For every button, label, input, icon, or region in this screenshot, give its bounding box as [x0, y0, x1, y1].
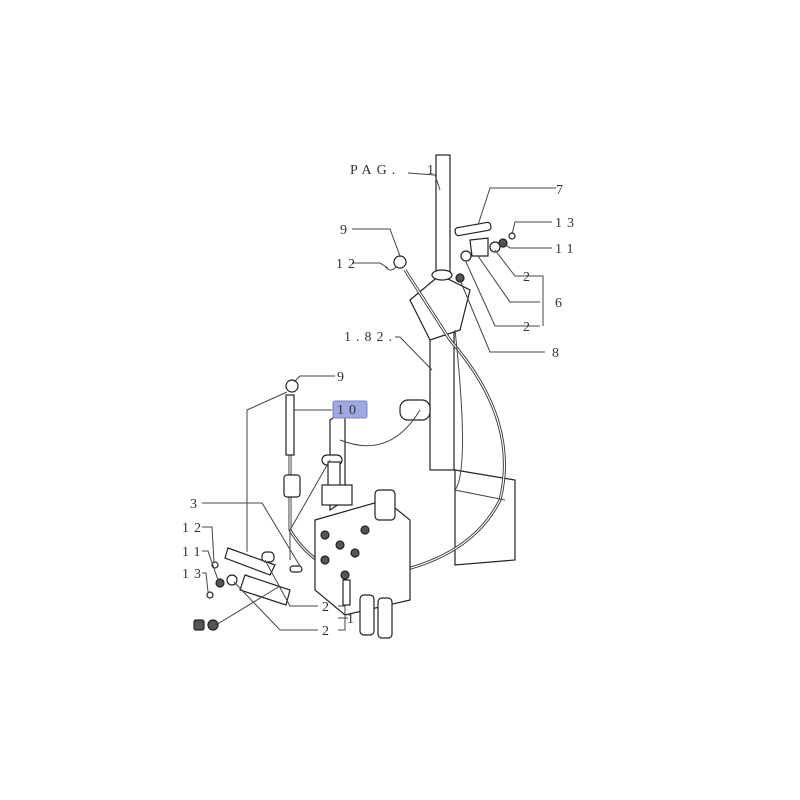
label-11-top[interactable]: 11 [555, 242, 578, 257]
leader-lines [202, 172, 556, 631]
control-valve-block [314, 454, 411, 639]
callout-labels: PAG. 1 7 13 11 9 12 2 6 2 1.82. 8 9 10 3… [182, 163, 579, 639]
label-10[interactable]: 10 [337, 403, 361, 418]
label-pag[interactable]: PAG. [350, 163, 400, 178]
label-7[interactable]: 7 [556, 183, 568, 198]
label-2-a[interactable]: 2 [523, 270, 535, 285]
label-2-d[interactable]: 2 [322, 624, 334, 639]
label-9-mid[interactable]: 9 [337, 370, 349, 385]
label-pag-number[interactable]: 1 [427, 163, 439, 178]
label-11-left[interactable]: 11 [182, 545, 205, 560]
lever-pin-assembly [384, 221, 516, 283]
label-3[interactable]: 3 [190, 497, 202, 512]
label-2-b[interactable]: 2 [523, 320, 535, 335]
label-12-left[interactable]: 12 [182, 521, 206, 536]
highlight-box-10 [332, 400, 368, 419]
label-12-top[interactable]: 12 [336, 257, 360, 272]
label-6[interactable]: 6 [555, 296, 567, 311]
label-13-left[interactable]: 13 [182, 567, 206, 582]
label-13-top[interactable]: 13 [555, 216, 579, 231]
label-2-c[interactable]: 2 [322, 600, 334, 615]
label-1-82[interactable]: 1.82. [344, 330, 397, 345]
label-1[interactable]: 1 [347, 612, 359, 627]
label-8[interactable]: 8 [552, 346, 564, 361]
bracket-plate [409, 269, 471, 341]
label-9-top[interactable]: 9 [340, 223, 352, 238]
lower-lever-linkage [193, 547, 303, 631]
